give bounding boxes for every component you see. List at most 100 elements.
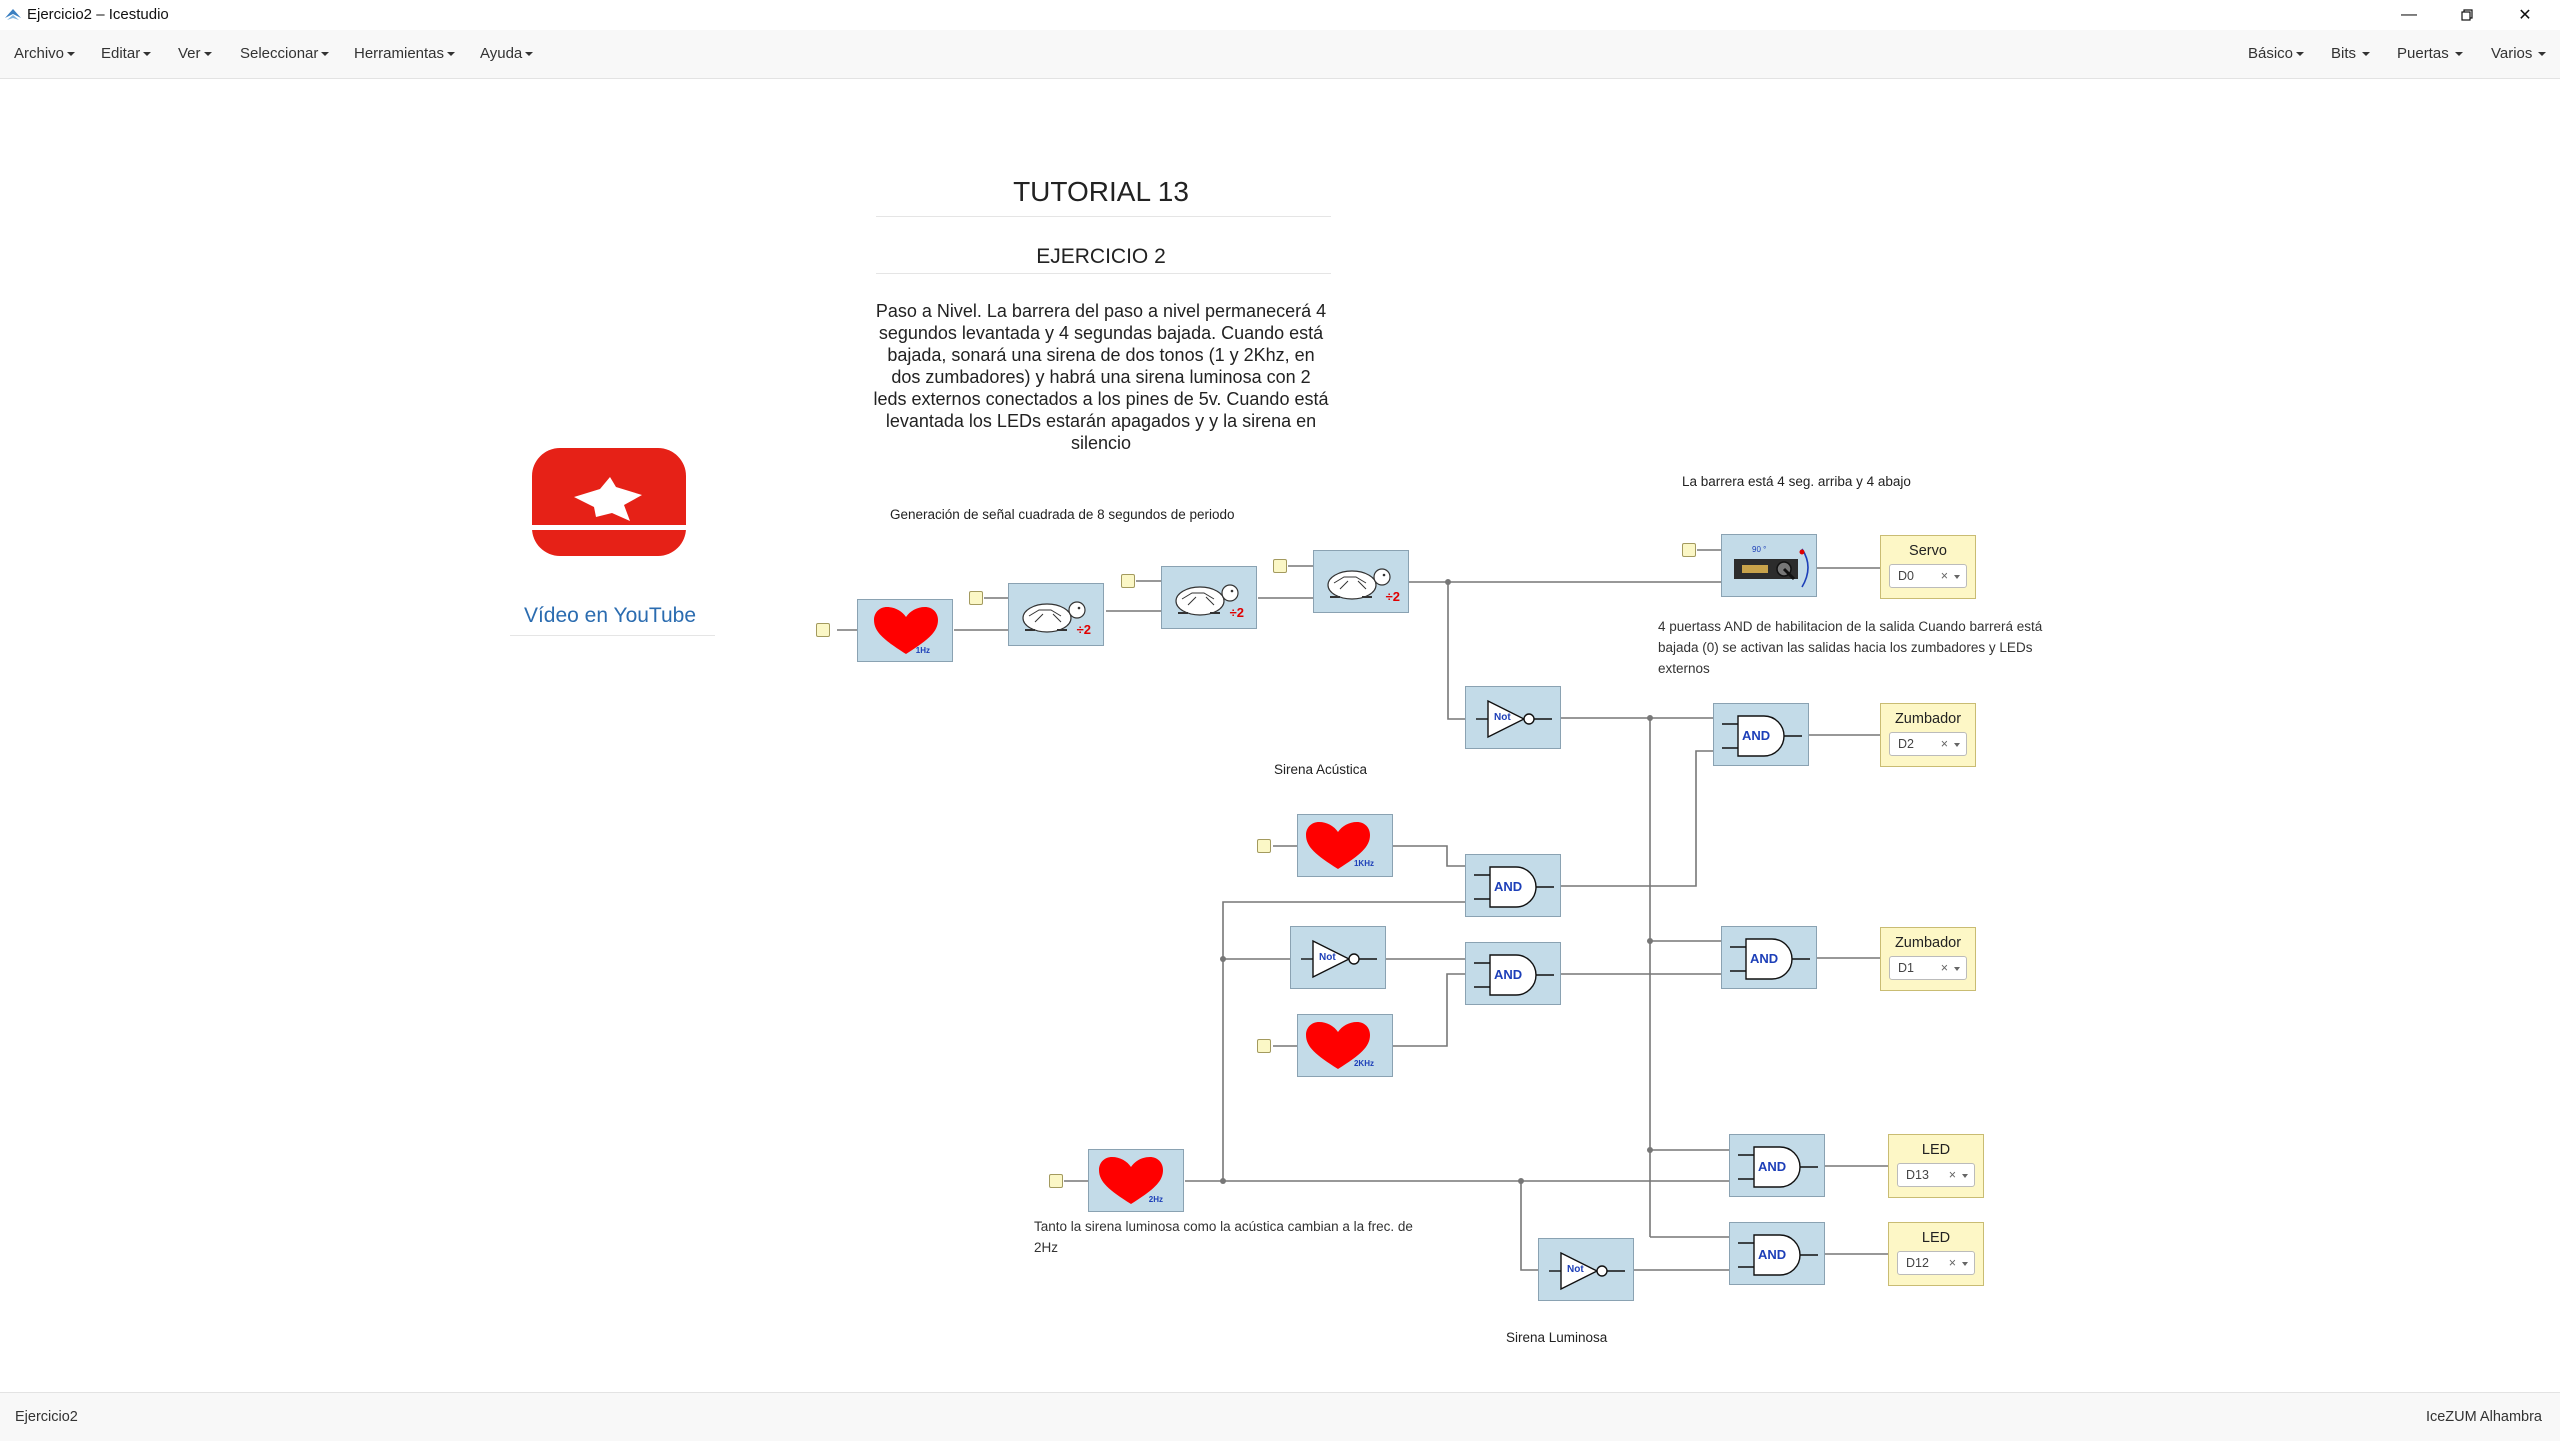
and-gate[interactable]: AND	[1465, 854, 1561, 917]
input-port[interactable]	[1682, 543, 1696, 557]
output-led-d13[interactable]: LED D13×	[1888, 1134, 1984, 1198]
clear-icon[interactable]: ×	[1948, 1168, 1956, 1182]
input-port[interactable]	[1257, 1039, 1271, 1053]
divider-block[interactable]: ÷2	[1313, 550, 1409, 613]
pin-select[interactable]: D1×	[1889, 956, 1967, 980]
clear-icon[interactable]: ×	[1940, 737, 1948, 751]
output-zumbador-d1[interactable]: Zumbador D1×	[1880, 927, 1976, 991]
menu-puertas[interactable]: Puertas	[2397, 45, 2463, 62]
clear-icon[interactable]: ×	[1940, 569, 1948, 583]
restore-icon[interactable]	[2438, 0, 2496, 30]
and-gate[interactable]: AND	[1729, 1134, 1825, 1197]
menu-ayuda[interactable]: Ayuda	[480, 45, 534, 62]
and-label: AND	[1494, 879, 1523, 894]
subtitle-divider	[876, 273, 1331, 274]
servo-block[interactable]: 90 °	[1721, 534, 1817, 597]
input-port[interactable]	[816, 623, 830, 637]
output-led-d12[interactable]: LED D12×	[1888, 1222, 1984, 1286]
pin-select[interactable]: D2×	[1889, 732, 1967, 756]
output-label: LED	[1921, 1230, 1951, 1246]
and-gate[interactable]: AND	[1729, 1222, 1825, 1285]
output-servo[interactable]: Servo D0×	[1880, 535, 1976, 599]
chevron-down-icon	[1954, 575, 1960, 579]
page-title: TUTORIAL 13	[1013, 176, 1189, 207]
barrera-label: La barrera está 4 seg. arriba y 4 abajo	[1682, 474, 1911, 489]
menu-ver[interactable]: Ver	[178, 45, 212, 62]
youtube-link[interactable]: Vídeo en YouTube	[523, 604, 697, 627]
status-bar: Ejercicio2 IceZUM Alhambra	[0, 1392, 2560, 1441]
heart-block-1hz[interactable]: 1Hz	[857, 599, 953, 662]
window-titlebar: Ejercicio2 – Icestudio — ✕	[0, 0, 2560, 30]
input-port[interactable]	[1121, 574, 1135, 588]
not-gate-icon	[1549, 1251, 1625, 1291]
input-port[interactable]	[1257, 839, 1271, 853]
pin-select[interactable]: D0×	[1889, 564, 1967, 588]
chevron-down-icon	[525, 52, 534, 57]
not-label: Not	[1567, 1264, 1584, 1275]
chevron-down-icon	[2296, 52, 2305, 57]
heart-freq-label: 2KHz	[1353, 1059, 1374, 1068]
menu-basico[interactable]: Básico	[2248, 45, 2305, 62]
turtle-icon	[1022, 601, 1086, 633]
status-board[interactable]: IceZUM Alhambra	[2425, 1409, 2542, 1425]
chevron-down-icon	[1962, 1262, 1968, 1266]
divider-label: ÷2	[1076, 622, 1091, 637]
chevron-down-icon	[2362, 52, 2371, 57]
and-gate[interactable]: AND	[1713, 703, 1809, 766]
heart-block-2hz[interactable]: 2Hz	[1088, 1149, 1184, 1212]
output-zumbador-d2[interactable]: Zumbador D2×	[1880, 703, 1976, 767]
divider-label: ÷2	[1229, 605, 1244, 620]
not-gate[interactable]: Not	[1538, 1238, 1634, 1301]
menu-bits[interactable]: Bits	[2331, 45, 2371, 62]
clear-icon[interactable]: ×	[1948, 1256, 1956, 1270]
chevron-down-icon	[2454, 52, 2463, 57]
and-gate-icon	[1730, 938, 1810, 980]
and-label: AND	[1758, 1247, 1787, 1262]
menu-varios[interactable]: Varios	[2491, 45, 2547, 62]
input-port[interactable]	[969, 591, 983, 605]
clear-icon[interactable]: ×	[1940, 961, 1948, 975]
not-gate-icon	[1476, 699, 1552, 739]
menu-herramientas[interactable]: Herramientas	[354, 45, 456, 62]
minimize-icon[interactable]: —	[2401, 6, 2417, 23]
turtle-icon	[1327, 568, 1391, 600]
icestudio-logo-icon	[5, 9, 21, 20]
menu-seleccionar[interactable]: Seleccionar	[240, 45, 330, 62]
senal-label: Generación de señal cuadrada de 8 segund…	[890, 507, 1235, 522]
chevron-down-icon	[1954, 967, 1960, 971]
divider-block[interactable]: ÷2	[1008, 583, 1104, 646]
close-icon[interactable]: ✕	[2518, 7, 2532, 24]
chevron-down-icon	[2538, 52, 2547, 57]
not-gate[interactable]: Not	[1465, 686, 1561, 749]
heart-icon	[1306, 822, 1370, 869]
sirena-acustica-label: Sirena Acústica	[1274, 762, 1368, 777]
divider-block[interactable]: ÷2	[1161, 566, 1257, 629]
output-label: Servo	[1909, 543, 1947, 559]
heart-block-2khz[interactable]: 2KHz	[1297, 1014, 1393, 1077]
turtle-icon	[1175, 584, 1239, 616]
and-gate[interactable]: AND	[1721, 926, 1817, 989]
and-label: AND	[1750, 951, 1779, 966]
pin-select[interactable]: D12×	[1897, 1251, 1975, 1275]
servo-angle-label: 90 °	[1752, 545, 1767, 554]
input-port[interactable]	[1049, 1174, 1063, 1188]
heart-freq-label: 1KHz	[1353, 859, 1374, 868]
chevron-down-icon	[203, 52, 212, 57]
menu-archivo[interactable]: Archivo	[14, 45, 76, 62]
not-gate[interactable]: Not	[1290, 926, 1386, 989]
menu-editar[interactable]: Editar	[101, 45, 152, 62]
and-gate[interactable]: AND	[1465, 942, 1561, 1005]
and-label: AND	[1758, 1159, 1787, 1174]
output-label: Zumbador	[1894, 935, 1962, 951]
design-canvas[interactable]: TUTORIAL 13 EJERCICIO 2 Paso a Nivel. La…	[0, 79, 2560, 1392]
input-port[interactable]	[1273, 559, 1287, 573]
frec-note: Tanto la sirena luminosa como la acústic…	[1034, 1219, 1413, 1255]
chevron-down-icon	[143, 52, 152, 57]
heart-block-1khz[interactable]: 1KHz	[1297, 814, 1393, 877]
chevron-down-icon	[67, 52, 76, 57]
servo-icon	[1734, 548, 1809, 588]
and-gate-icon	[1738, 1234, 1818, 1276]
youtube-logo-icon[interactable]	[530, 445, 688, 561]
pin-select[interactable]: D13×	[1897, 1163, 1975, 1187]
title-divider	[876, 216, 1331, 217]
